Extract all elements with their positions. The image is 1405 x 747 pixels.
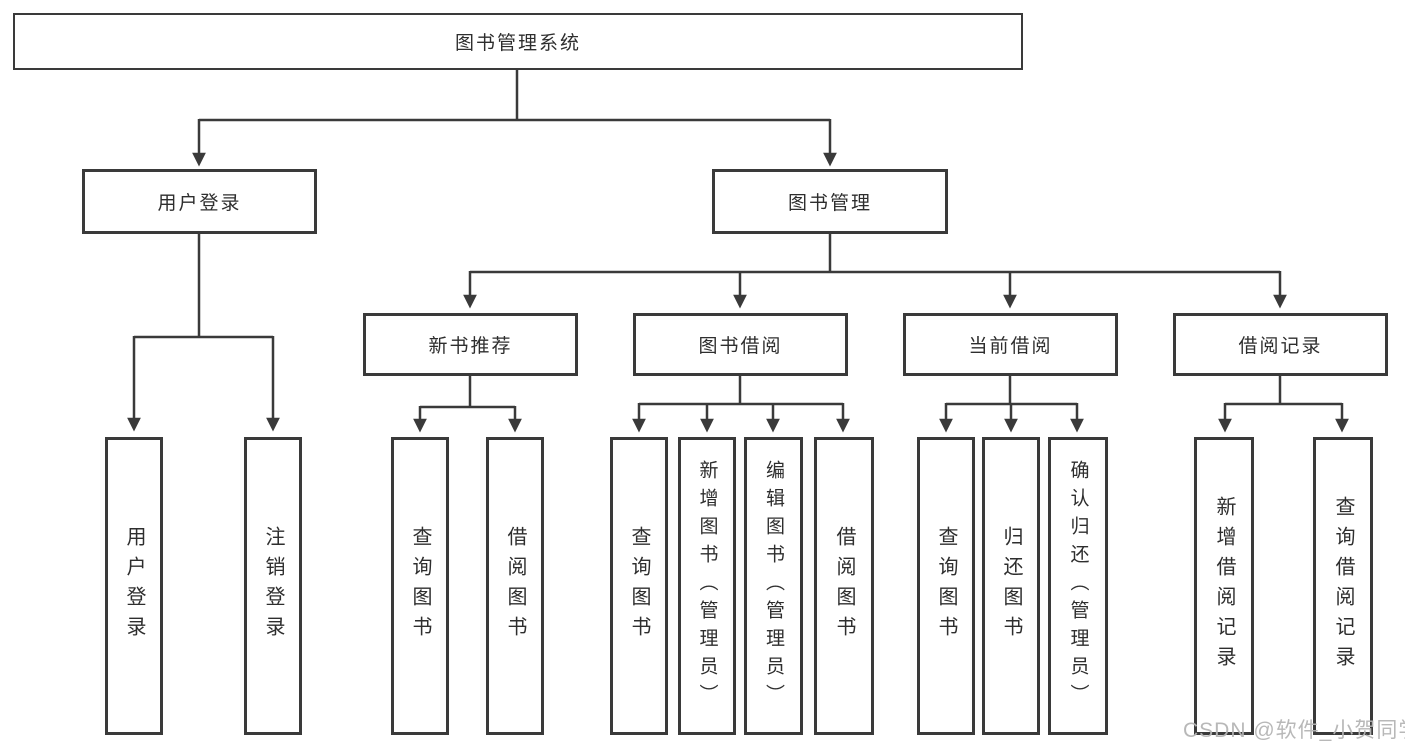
leaf-query-borrow-record: 查询借阅记录 <box>1313 437 1373 735</box>
node-current-borrowing: 当前借阅 <box>903 313 1118 376</box>
leaf-add-books-admin: 新增图书（管理员） <box>678 437 736 735</box>
node-borrowing-records: 借阅记录 <box>1173 313 1388 376</box>
node-book-management: 图书管理 <box>712 169 948 234</box>
node-new-book-recommendation: 新书推荐 <box>363 313 578 376</box>
leaf-query-books-borrowing: 查询图书 <box>610 437 668 735</box>
leaf-edit-books-admin: 编辑图书（管理员） <box>744 437 803 735</box>
connector-current-rail <box>946 376 1077 406</box>
leaf-query-books-recommend: 查询图书 <box>391 437 449 735</box>
connector-user-login-rail <box>134 234 273 339</box>
connector-borrowing-rail <box>639 376 843 406</box>
leaf-query-books-current: 查询图书 <box>917 437 975 735</box>
leaf-confirm-return-admin: 确认归还（管理员） <box>1048 437 1108 735</box>
connector-root-rail <box>199 70 830 122</box>
leaf-user-login: 用户登录 <box>105 437 163 735</box>
leaf-return-books: 归还图书 <box>982 437 1040 735</box>
node-user-login: 用户登录 <box>82 169 317 234</box>
connector-records-rail <box>1225 376 1342 406</box>
node-library-management-system: 图书管理系统 <box>13 13 1023 70</box>
csdn-watermark: CSDN @软件_小贺同学 <box>1183 719 1405 742</box>
leaf-logout: 注销登录 <box>244 437 302 735</box>
connector-book-management-rail <box>470 234 1280 274</box>
connector-recommendation-rail <box>420 376 515 409</box>
leaf-add-borrow-record: 新增借阅记录 <box>1194 437 1254 735</box>
node-book-borrowing: 图书借阅 <box>633 313 848 376</box>
leaf-borrow-books-borrowing: 借阅图书 <box>814 437 874 735</box>
leaf-borrow-books-recommend: 借阅图书 <box>486 437 544 735</box>
